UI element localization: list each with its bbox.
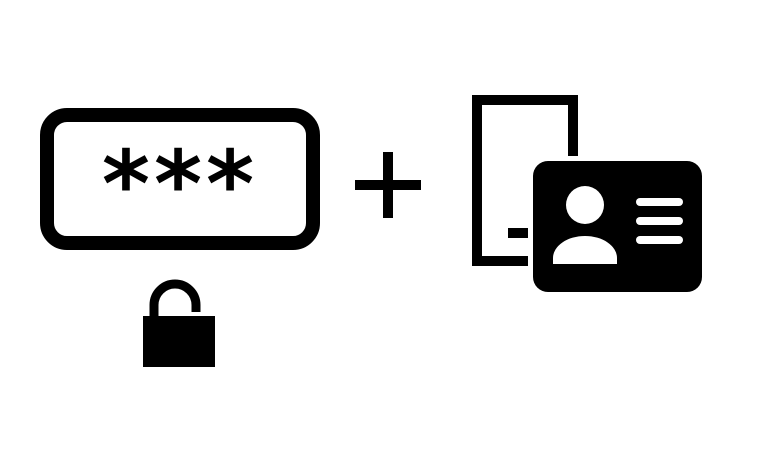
id-card-icon (528, 156, 707, 297)
masked-password-text: *** (101, 131, 259, 238)
person-head (566, 186, 604, 224)
password-field-icon (40, 108, 320, 250)
plus-icon (355, 152, 421, 218)
unlocked-padlock-icon (143, 279, 215, 367)
person-body (553, 236, 617, 264)
